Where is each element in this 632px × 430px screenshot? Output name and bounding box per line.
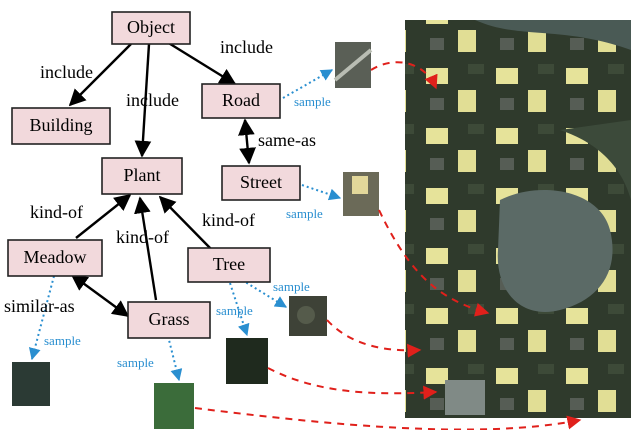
node-building: Building [11, 107, 111, 145]
sample-edges [28, 69, 342, 382]
label-include-building: include [40, 62, 93, 82]
node-meadow: Meadow [7, 239, 103, 277]
sample-label-tree-1: sample [273, 279, 310, 294]
sample-label-road: sample [294, 94, 331, 109]
label-kind-of-tree: kind-of [202, 210, 255, 230]
svg-text:Plant: Plant [123, 165, 160, 185]
grass-sample-thumbnail [154, 383, 194, 429]
mapping-edges [194, 61, 582, 430]
label-kind-of-meadow: kind-of [30, 202, 83, 222]
svg-text:Grass: Grass [149, 309, 190, 329]
svg-text:Street: Street [240, 172, 282, 192]
node-plant: Plant [101, 157, 183, 195]
node-grass: Grass [127, 301, 211, 339]
relation-edges [68, 40, 256, 317]
aerial-image [405, 20, 631, 418]
svg-text:Tree: Tree [213, 254, 245, 274]
sample-label-street: sample [286, 206, 323, 221]
label-same-as: same-as [258, 130, 316, 150]
svg-text:Building: Building [29, 115, 92, 135]
node-road: Road [201, 83, 281, 119]
meadow-sample-thumbnail [12, 362, 50, 406]
svg-text:Road: Road [222, 90, 260, 110]
sample-label-grass: sample [117, 355, 154, 370]
label-include-plant: include [126, 90, 179, 110]
sample-label-tree-2: sample [216, 303, 253, 318]
label-kind-of-grass: kind-of [116, 227, 169, 247]
node-street: Street [221, 165, 301, 201]
tree-sample-thumbnail-2 [226, 338, 268, 384]
node-tree: Tree [187, 247, 271, 283]
sample-thumbnails [12, 42, 379, 429]
label-include-road: include [220, 37, 273, 57]
node-object: Object [111, 11, 191, 45]
svg-text:Object: Object [127, 17, 175, 37]
label-similar-as: similar-as [4, 296, 75, 316]
svg-text:Meadow: Meadow [24, 247, 87, 267]
sample-label-meadow: sample [44, 333, 81, 348]
